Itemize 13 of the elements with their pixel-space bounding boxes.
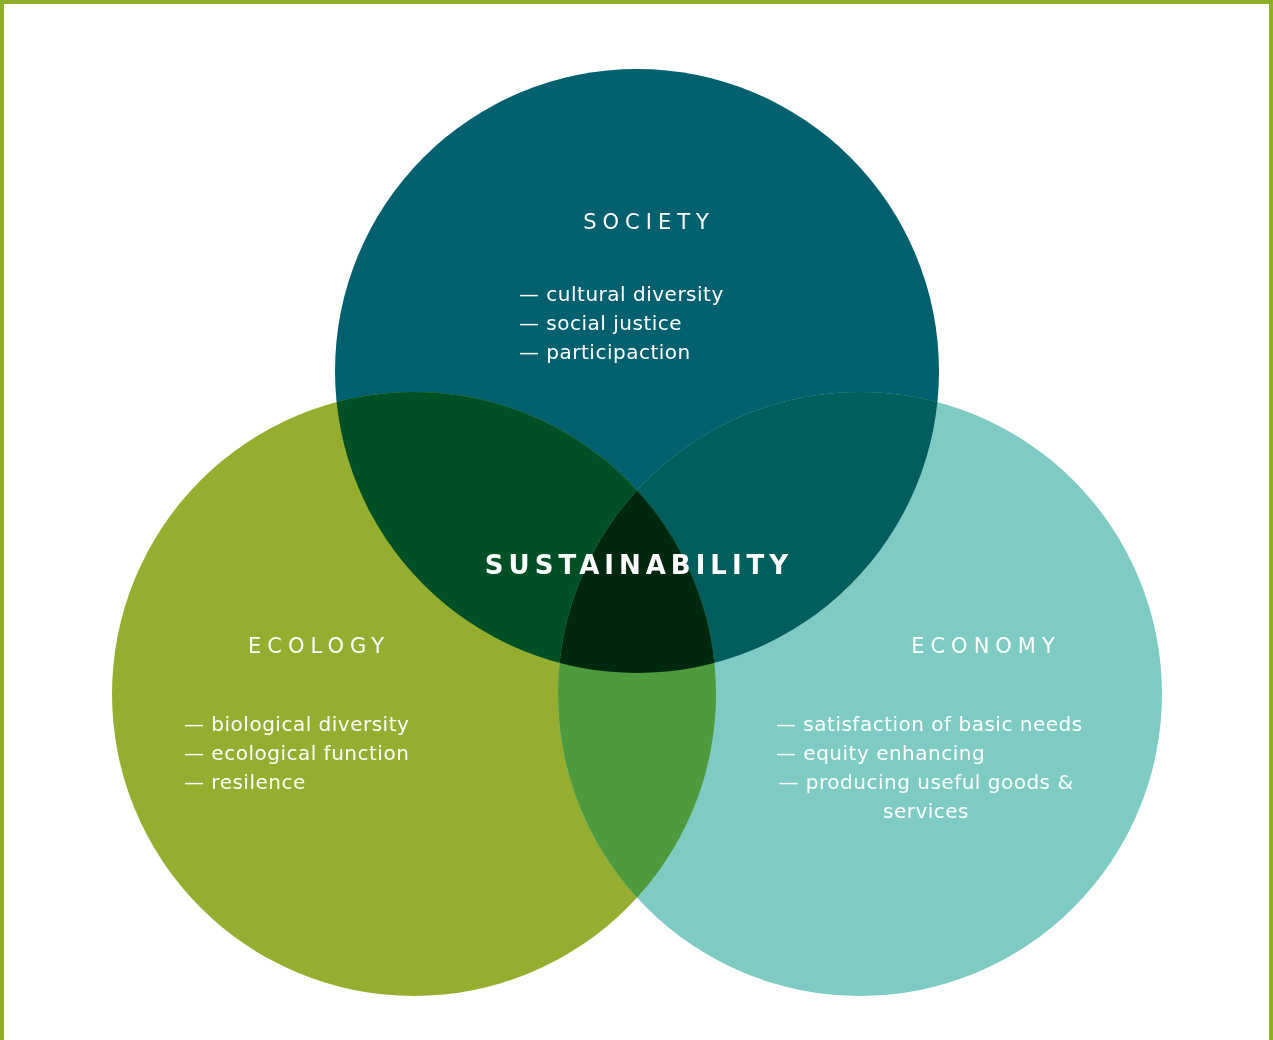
list-item: — equity enhancing [776, 740, 986, 767]
list-item: — participaction [519, 339, 691, 366]
center-label: SUSTAINABILITY [484, 550, 794, 580]
list-item: — resilence [184, 769, 306, 796]
list-item: — social justice [519, 310, 683, 337]
list-item: — producing useful goods & services [777, 769, 1075, 825]
list-item: — satisfaction of basic needs [776, 711, 1083, 738]
circle-heading: ECOLOGY [248, 633, 390, 660]
circle-heading: ECONOMY [911, 633, 1061, 660]
list-item: — cultural diversity [519, 281, 724, 308]
list-item: — biological diversity [184, 711, 410, 738]
list-item: — ecological function [184, 740, 410, 767]
circle-heading: SOCIETY [583, 209, 715, 236]
